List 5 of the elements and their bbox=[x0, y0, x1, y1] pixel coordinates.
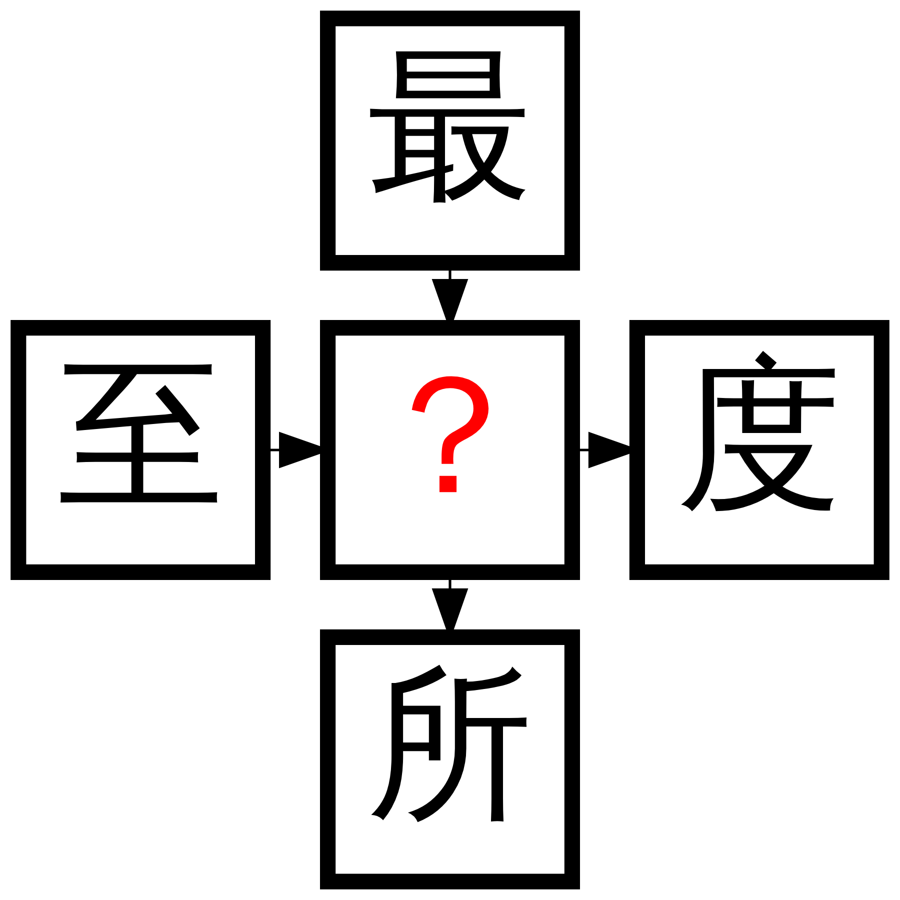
node-box: 至 bbox=[10, 320, 271, 580]
node-box: 所 bbox=[320, 629, 580, 890]
node-box: 度 bbox=[629, 320, 890, 580]
node-box: ？ bbox=[320, 320, 580, 580]
node-box: 最 bbox=[320, 10, 580, 271]
